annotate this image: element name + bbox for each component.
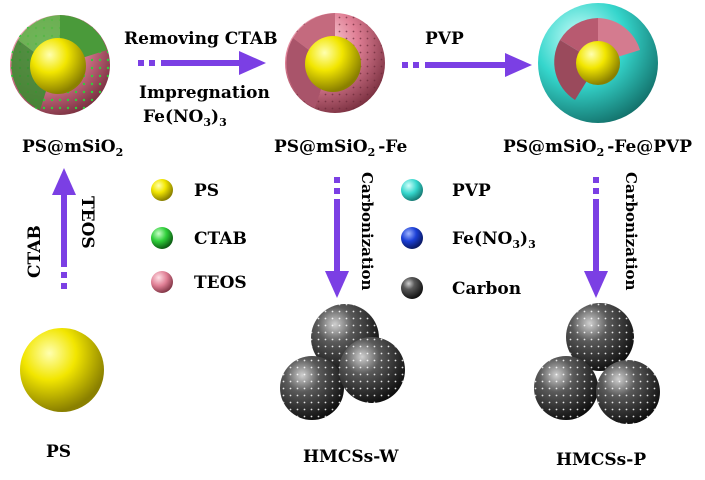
legend-ctab-swatch: [151, 227, 173, 249]
ps-particle: [20, 328, 104, 412]
legend-carbon-swatch: [401, 277, 423, 299]
legend-pvp-label: PVP: [452, 181, 491, 201]
hmcss-w-label: HMCSs-W: [303, 447, 399, 467]
legend-teos-label: TEOS: [194, 273, 247, 293]
fe-nitrate-arrow-label: Fe(NO3)3: [143, 107, 227, 129]
arrow-removing-ctab: [138, 51, 266, 75]
legend-teos-swatch: [151, 271, 173, 293]
legend: PS CTAB TEOS PVP Fe(NO3)3 Carbon: [151, 179, 536, 299]
ps-at-msio2-label: PS@mSiO2: [22, 137, 123, 159]
legend-fe-label: Fe(NO3)3: [452, 229, 536, 251]
ctab-arrow-label: CTAB: [25, 225, 45, 278]
ps-label: PS: [46, 442, 71, 462]
removing-ctab-label: Removing CTAB: [124, 29, 278, 49]
legend-ps-label: PS: [194, 181, 219, 201]
hmcss-p-label: HMCSs-P: [556, 450, 646, 470]
ps-at-msio2-fe-label: PS@mSiO2-Fe: [274, 137, 407, 159]
legend-fe-swatch: [401, 227, 423, 249]
impregnation-label: Impregnation: [139, 83, 270, 103]
arrow-ctab-teos: [52, 168, 76, 289]
ps-at-msio2-fe-pvp-label: PS@mSiO2-Fe@PVP: [503, 137, 692, 159]
hmcss-p-cluster: [534, 303, 660, 424]
carbonization-left-label: Carbonization: [358, 172, 376, 291]
legend-carbon-label: Carbon: [452, 279, 521, 299]
carbonization-right-label: Carbonization: [622, 172, 640, 291]
ps-at-msio2-particle: [10, 15, 110, 115]
arrow-carbonization-left: [325, 177, 349, 298]
arrow-pvp: [402, 53, 532, 77]
hmcss-w-cluster: [280, 304, 405, 420]
legend-ctab-label: CTAB: [194, 229, 247, 249]
legend-ps-swatch: [151, 179, 173, 201]
legend-pvp-swatch: [401, 179, 423, 201]
pvp-arrow-label: PVP: [425, 29, 464, 49]
ps-at-msio2-fe-pvp-particle: [538, 3, 658, 123]
arrow-carbonization-right: [584, 177, 608, 298]
teos-arrow-label: TEOS: [77, 196, 97, 249]
ps-at-msio2-fe-particle: [285, 13, 385, 113]
